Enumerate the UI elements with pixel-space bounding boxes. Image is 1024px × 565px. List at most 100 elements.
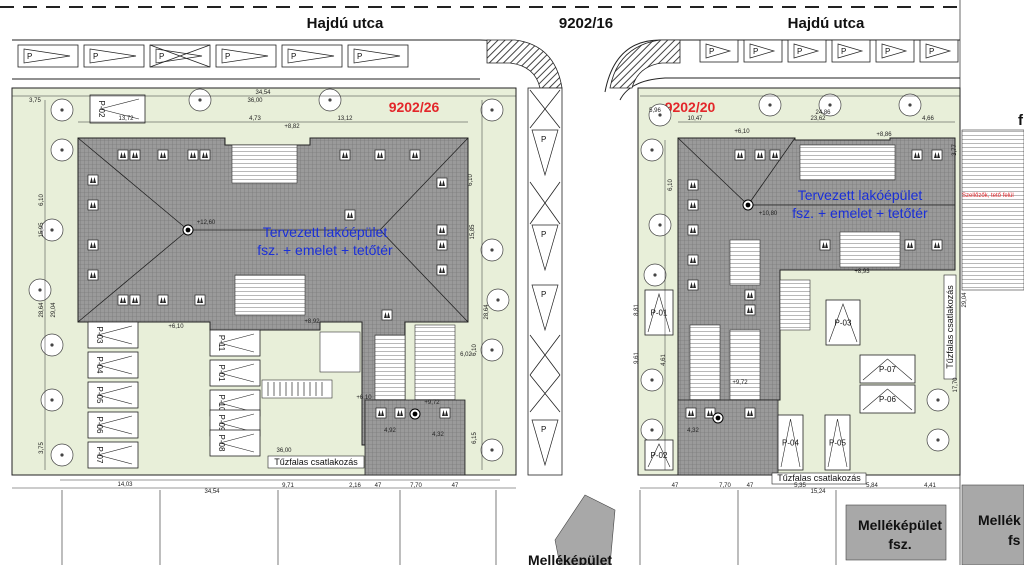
parking-code: P-04 (782, 439, 799, 448)
dimension-value: 15,85 (470, 224, 476, 240)
building-left (77, 137, 469, 476)
dimension-value: 6,10 (668, 179, 674, 191)
curb-corner-right (609, 39, 681, 89)
level-value: +6,10 (734, 129, 750, 135)
parking-letter: P (929, 47, 934, 56)
lot-parking-space: P-02 (644, 439, 674, 471)
parking-code: P-07 (95, 447, 104, 464)
building-label-left-1: Tervezett lakóépület (263, 224, 388, 240)
parking-code: P-09 (217, 415, 226, 432)
street-parking-space: P (347, 44, 409, 68)
annex-label-right-1: Mellék (978, 512, 1021, 528)
firewall-label-left: Tűzfalas csatlakozás (274, 457, 358, 467)
parking-code: P-02 (651, 451, 668, 460)
parking-code: P-06 (879, 395, 896, 404)
street-parking-space: P (743, 39, 783, 63)
dimension-value: 36,00 (247, 98, 263, 104)
annex-label-center-2: fsz. (888, 536, 911, 552)
dimension-value: 15,95 (39, 222, 45, 238)
lot-id-right: 9202/20 (665, 99, 716, 115)
street-parking-space: P (831, 39, 871, 63)
annex-shape-center-left (554, 494, 616, 565)
dimension-value: 4,66 (922, 116, 934, 122)
dimension-value: 28,64 (484, 304, 490, 320)
dimension-value: 6,10 (39, 194, 45, 206)
level-value: +8,82 (284, 124, 300, 130)
level-value: +8,86 (876, 132, 892, 138)
dimension-lines (12, 95, 960, 489)
building-right (677, 137, 956, 476)
parking-code: P-03 (95, 327, 104, 344)
street-label-right: Hajdú utca (788, 15, 865, 32)
dimension-value: 3,75 (29, 98, 41, 104)
top-right-partial-label: f (1018, 112, 1024, 129)
parking-letter: P (753, 47, 758, 56)
dimension-value: 5,35 (794, 483, 806, 489)
parking-letter: P (885, 47, 890, 56)
parking-letter: P (541, 425, 546, 434)
annex-label-right-2: fs (1008, 532, 1021, 548)
dimension-value: 9,71 (282, 483, 294, 489)
dimension-value: 5,96 (649, 108, 661, 114)
dimension-value: 4,32 (687, 428, 699, 434)
level-value: +12,60 (197, 220, 216, 226)
lot-parking-space: P-07 (859, 354, 916, 384)
lot-parking-space: P-03 (825, 299, 861, 346)
right-edge-note: Szellőzők, tető felül (962, 193, 1014, 199)
parking-code: P-10 (217, 395, 226, 412)
lot-parking-space: P-06 (859, 384, 916, 414)
street-parking-space: P (787, 39, 827, 63)
parking-code: P-07 (879, 365, 896, 374)
parking-code: P-06 (95, 417, 104, 434)
street-parking-space: P (281, 44, 343, 68)
dimension-value: 13,12 (337, 116, 353, 122)
dimension-value: 6,10 (468, 174, 474, 186)
parking-letter: P (541, 290, 546, 299)
level-value: +8,93 (854, 269, 870, 275)
dimension-value: 4,92 (384, 428, 396, 434)
dimension-value: 47 (672, 483, 679, 489)
dimension-value: 47 (452, 483, 459, 489)
dimension-value: 47 (375, 483, 382, 489)
dimension-value: 34,54 (255, 90, 271, 96)
dimension-value: 14,03 (117, 482, 133, 488)
annex-label-center-1: Melléképület (858, 517, 942, 533)
dimension-value: 3,75 (39, 442, 45, 454)
bottom-lot-lines (61, 490, 837, 565)
level-value: +6,10 (168, 324, 184, 330)
lot-parking-space: P-04 (87, 351, 139, 379)
parking-left-lot: P-03P-04P-05P-06P-07P-11P-01P-10P-09P-08… (87, 94, 261, 469)
dimension-value: 36,00 (276, 448, 292, 454)
lot-parking-space: P-03 (87, 321, 139, 349)
parking-code: P-03 (835, 319, 852, 328)
level-labels: +12,60+8,82+8,92+6,10+6,10+9,72+10,80+8,… (168, 124, 892, 406)
street-parking-space: P (17, 44, 79, 68)
parking-code: P-04 (95, 357, 104, 374)
column-parking-space: P (531, 284, 559, 332)
curb-corner-left (486, 39, 563, 89)
parking-letter: P (709, 47, 714, 56)
parking-letter: P (225, 52, 230, 61)
dimension-value: 17,70 (953, 377, 959, 393)
parking-code: P-11 (217, 335, 226, 352)
level-value: +9,72 (424, 400, 440, 406)
dimension-value: 4,41 (924, 483, 936, 489)
parking-letter: P (357, 52, 362, 61)
parking-code: P-05 (95, 387, 104, 404)
lot-parking-space: P-01 (209, 359, 261, 387)
street-parking-space: P (919, 39, 959, 63)
street-parking-space: P (699, 39, 739, 63)
annex-shape-center (845, 504, 947, 561)
building-label-right-1: Tervezett lakóépület (798, 187, 923, 203)
column-parking-space: P (531, 129, 559, 177)
dimension-value: 3,77 (952, 144, 958, 156)
parking-letter: P (159, 52, 164, 61)
dimension-value: 4,61 (661, 354, 667, 366)
firewall-label-right-vertical: Tűzfalas csatlakozás (945, 285, 955, 369)
annex-shape-right (961, 484, 1024, 565)
lot-id-left: 9202/26 (389, 99, 440, 115)
